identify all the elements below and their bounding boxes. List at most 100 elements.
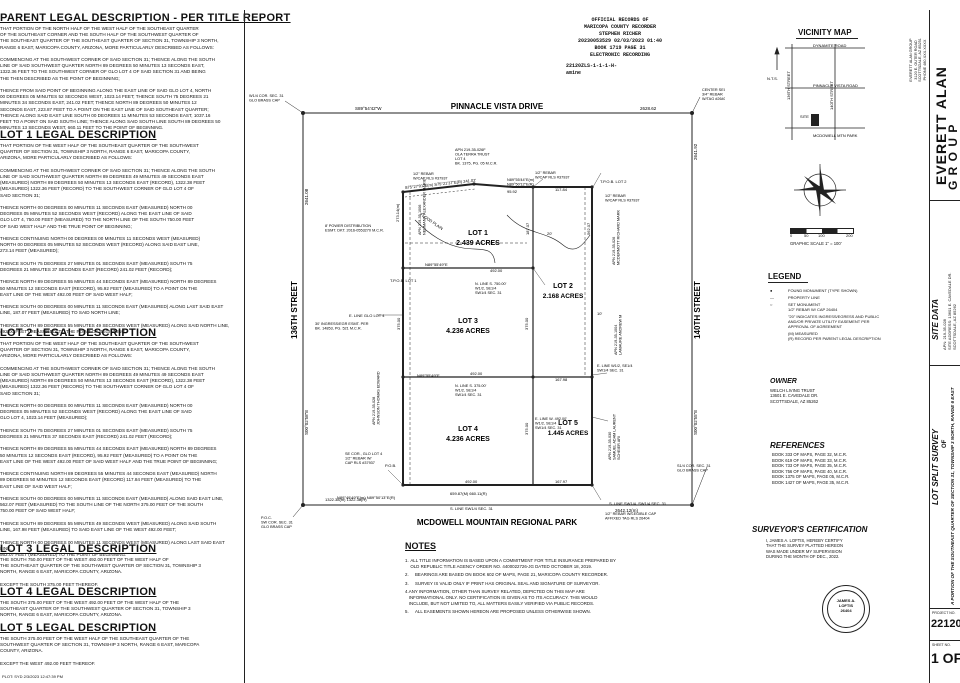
site-data-text: APN: 219-35-028 SITE ADDRESS: 13601 E. C…	[942, 272, 957, 350]
surveyor-title: SURVEYOR'S CERTIFICATION	[752, 525, 868, 534]
apn-e-note: APN 219-35-028JOHNSON THOMAS EDWARD	[372, 371, 381, 425]
recording-stamp: OFFICIAL RECORDS OF MARICOPA COUNTY RECO…	[560, 17, 680, 77]
seal-text: JAMES A. LOFTIS 26404	[836, 598, 856, 613]
vicinity-map: DYNAMITE ROAD PINNACLE VISTA ROAD MCDOWE…	[767, 43, 865, 140]
company-address: EVERETT ALAN GROUP 3120 E. OUTER ROAD SC…	[909, 38, 927, 82]
apn-b-note: APN 219-35-026MCDERMOTT RICHARD MARK	[612, 210, 621, 265]
east-bearing: S00°02'55"E	[693, 410, 698, 435]
lot4-legal-text: THE SOUTH 375.00 FEET OF THE WEST 492.00…	[0, 600, 191, 618]
plot-footer: PLOT: Syd 2/3/2023 12:47:39 PM	[2, 674, 63, 679]
company-group: G R O U P	[946, 123, 960, 190]
parent-legal-title: PARENT LEGAL DESCRIPTION - PER TITLE REP…	[0, 12, 291, 24]
pob-label: P.O.B.	[385, 463, 396, 468]
lot3-name: LOT 3	[458, 318, 478, 325]
dim-492-c: 492.00	[465, 479, 478, 484]
flood-plain-line	[414, 219, 496, 264]
reference-item: BOOK 1375 OF MAPS, PAGE 05, M.C.R.	[772, 474, 850, 480]
note-3-text: SURVEY IS VALID ONLY IF PRINT HAS ORIGIN…	[415, 580, 600, 586]
dim-375-b: 375.00	[524, 317, 529, 330]
monument-se	[690, 503, 694, 507]
east-dist: 2641.92	[693, 143, 698, 160]
owner-text: WELCH LIVING TRUST 13601 E. CAVEDALE DR.…	[770, 388, 819, 404]
bearing-mid2: N89°55'49"E	[417, 373, 440, 378]
pob-lot1: T.P.O.B. LOT 1	[390, 278, 417, 283]
owner-title: OWNER	[770, 378, 797, 385]
surveyor-text: I, JAMES A. LOFTIS, HEREBY CERTIFY THAT …	[766, 538, 844, 560]
sheet-number: 1 OF	[931, 650, 960, 666]
reference-item: BOOK 333 OF MAPS, PAGE 32, M.C.R.	[772, 452, 848, 457]
note-2-text: BEARINGS ARE BASED ON BOOK 602 OF MAPS, …	[415, 572, 608, 578]
project-number: 22120	[931, 618, 960, 630]
lot4-name: LOT 4	[458, 426, 478, 433]
dim-187: 187.07	[525, 222, 530, 235]
lot2-area: 2.168 ACRES	[543, 293, 584, 300]
dim-375-c: 375.00	[524, 422, 529, 435]
surveyor-seal: JAMES A. LOFTIS 26404	[822, 585, 870, 633]
lot2-legal-title: LOT 2 LEGAL DESCRIPTION	[0, 327, 157, 339]
note-1-text: ALL TITLE INFORMATION IS BASED UPON A CO…	[410, 558, 616, 569]
survey-description: A PORTION OF THE SOUTHEAST QUARTER OF SE…	[950, 387, 955, 605]
dim-167-b: 167.97	[555, 479, 568, 484]
parcel-outline	[402, 182, 593, 486]
monuments	[301, 111, 694, 507]
pinnacle-vista-label: PINNACLE VISTA DRIVE	[451, 102, 544, 111]
lot2-legal-text: THAT PORTION OF THE WEST HALF OF THE SOU…	[0, 341, 225, 557]
note-4-text: ANY INFORMATION, OTHER THAN SURVEY RELAT…	[408, 589, 598, 606]
scale-tick-50: 50	[804, 233, 809, 238]
lot5-area: 1.445 ACRES	[548, 430, 589, 437]
lot5-name: LOT 5	[558, 420, 578, 427]
vm-136th: 136TH STREET	[786, 71, 791, 100]
recording-line2: BOOK 1719 PAGE 31	[594, 45, 646, 51]
apn-c-note: APN 219-35-1006NEUMANN ALEXANDER MARIE	[418, 178, 427, 235]
140th-street-label: 140TH STREET	[693, 281, 702, 339]
references-list: BOOK 333 OF MAPS, PAGE 32, M.C.R. BOOK 6…	[772, 452, 849, 486]
lot1-legal-title: LOT 1 LEGAL DESCRIPTION	[0, 129, 157, 141]
site-marker	[811, 114, 819, 126]
vm-140th: 140TH STREET	[829, 81, 834, 110]
site-data-title: SITE DATA	[931, 298, 940, 340]
vicinity-title: VICINITY MAP	[798, 28, 852, 37]
recording-county: MARICOPA COUNTY RECORDER	[583, 24, 656, 30]
recording-line3: ELECTRONIC RECORDING	[589, 52, 650, 58]
reference-item: BOOK 756 OF MAPS, PAGE 40, M.C.R.	[772, 468, 848, 474]
sline-label: S. LINE SW1/4 SEC. 31	[450, 506, 494, 511]
legend-title: LEGEND	[768, 272, 802, 281]
dim-167-a: 167.98	[555, 377, 568, 382]
mcdowell-label: MCDOWELL MOUNTAIN REGIONAL PARK	[417, 518, 578, 527]
notes-list: 1.ALL TITLE INFORMATION IS BASED UPON A …	[405, 558, 617, 618]
legend-item: "20" INDICATES INGRESS/EGRESS AND PUBLIC…	[770, 314, 900, 329]
vm-dynamite: DYNAMITE ROAD	[813, 43, 846, 48]
ten-label: 10'	[597, 311, 602, 316]
north-bearing: S89°54'42"W	[355, 106, 382, 111]
dim-1322: 1322.38(m) 1322.36(R)	[325, 497, 367, 502]
lot3-legal-text: THE SOUTH 750.00 FEET OF THE WEST 492.00…	[0, 557, 201, 587]
eline-glo: E. LINE GLO LOT 4	[349, 313, 385, 318]
pob-lot2: T.P.O.B. LOT 2	[600, 179, 627, 184]
lot2-name: LOT 2	[553, 283, 573, 290]
apn-f-note: APN 219-35-030SAMUEL ADAM LAURENTSCHEIER…	[608, 413, 621, 460]
dim-659: 659.87(M) 660.11(R)	[450, 491, 488, 496]
lot3-area: 4.236 ACRES	[446, 328, 490, 335]
legend-list: ●FOUND MONUMENT (TYPE SHOWN) —PROPERTY L…	[770, 288, 900, 341]
monument-sw	[301, 503, 305, 507]
north-arrow	[794, 164, 846, 216]
project-label: PROJECT NO.	[932, 611, 956, 615]
note-item: 3.SURVEY IS VALID ONLY IF PRINT HAS ORIG…	[405, 580, 600, 586]
dim-95: 95.92	[507, 189, 518, 194]
note-item: 1.ALL TITLE INFORMATION IS BASED UPON A …	[405, 558, 616, 569]
parent-legal-text: THAT PORTION OF THE NORTH HALF OF THE WE…	[0, 26, 221, 131]
lot1-legal-text: THAT PORTION OF THE WEST HALF OF THE SOU…	[0, 143, 230, 335]
twenty-label: 20'	[547, 231, 552, 236]
south-dist: 2642.12(m)	[615, 508, 639, 513]
dim-492-a: 492.00	[490, 268, 503, 273]
